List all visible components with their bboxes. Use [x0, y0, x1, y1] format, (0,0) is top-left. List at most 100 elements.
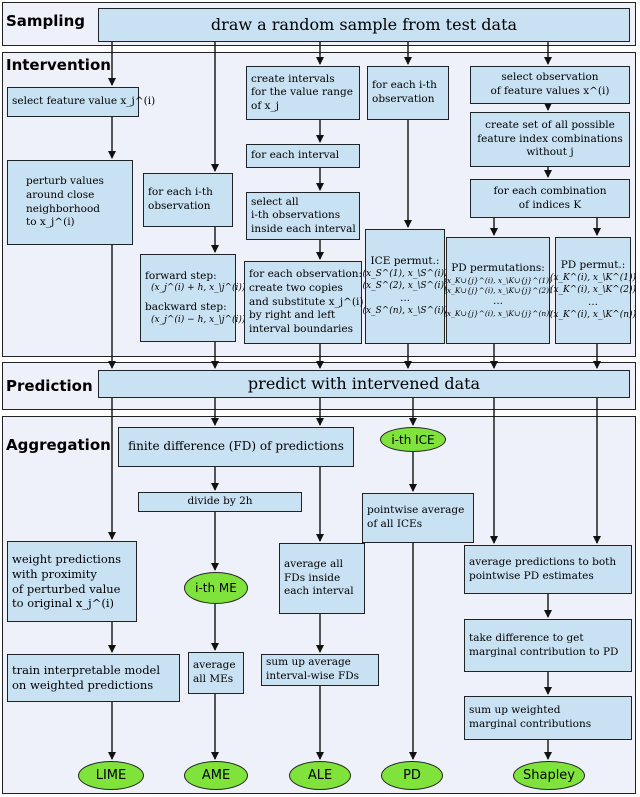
section-title-prediction: Prediction — [6, 377, 93, 395]
output-pd-label: PD — [403, 768, 421, 783]
pd-permutations-box: PD permutations: (x_K∪{j}^(i), x_\K∪{j}^… — [443, 237, 553, 344]
weight-predictions-line-2: with proximity — [12, 566, 97, 581]
pd-permut-row-3: ... — [587, 296, 598, 309]
average-fds-line-3: each interval — [284, 585, 354, 598]
pd-permut-row-4: (x_K^(i), x_\K^(n)) — [549, 309, 637, 320]
average-predictions-box: average predictions to both pointwise PD… — [464, 545, 632, 594]
divide-label: divide by 2h — [187, 495, 253, 508]
weight-predictions-line-3: of perturbed value — [12, 581, 121, 596]
output-lime-label: LIME — [95, 768, 127, 783]
average-fds-line-2: FDs inside — [284, 571, 341, 584]
average-predictions-line-1: average predictions to both — [469, 555, 617, 568]
pd-permut-box: PD permut.: (x_K^(i), x_\K^(1)) (x_K^(i)… — [550, 237, 636, 344]
forward-step-label: forward step: — [145, 269, 217, 282]
finite-difference-label: finite difference (FD) of predictions — [128, 439, 344, 454]
train-model-line-2: on weighted predictions — [12, 678, 154, 692]
forward-step-formula: (x_j^(i) + h, x_\j^(i)) — [151, 283, 246, 294]
average-fds-line-1: average all — [284, 558, 343, 571]
ice-permut-row-1: (x_S^(1), x_\S^(i)) — [362, 268, 448, 279]
finite-difference-box: finite difference (FD) of predictions — [118, 427, 354, 467]
weight-predictions-line-1: weight predictions — [12, 551, 122, 566]
train-model-box: train interpretable model on weighted pr… — [7, 654, 180, 702]
pointwise-average-line-2: of all ICEs — [367, 518, 423, 530]
perturb-line-1: perturb values — [26, 175, 104, 188]
draw-sample-box: draw a random sample from test data — [98, 8, 630, 42]
section-title-intervention: Intervention — [6, 56, 111, 74]
each-observation-ale-line-3: and substitute x_j^(i) — [249, 295, 364, 308]
select-all-obs-line-2: i-th observations — [251, 209, 341, 222]
each-combination-line-1: for each combination — [493, 184, 607, 197]
pd-permut-row-2: (x_K^(i), x_\K^(2)) — [549, 284, 637, 295]
output-ame: AME — [184, 761, 248, 790]
average-predictions-line-2: pointwise PD estimates — [469, 569, 594, 582]
each-interval-box: for each interval — [246, 144, 360, 168]
section-title-sampling: Sampling — [6, 12, 85, 30]
select-all-obs-line-3: inside each interval — [251, 222, 356, 235]
pd-permutations-row-2: (x_K∪{j}^(i), x_\K∪{j}^(2)) — [443, 285, 553, 295]
select-feature-value-label: select feature value x_j^(i) — [12, 95, 156, 108]
sum-up-average-box: sum up average interval-wise FDs — [261, 654, 379, 686]
ith-ice-ellipse: i-th ICE — [380, 427, 446, 452]
output-shapley-label: Shapley — [522, 768, 575, 783]
each-observation-ale-line-2: create two copies — [249, 282, 343, 295]
sum-up-weighted-line-2: marginal contributions — [469, 718, 592, 730]
output-pd: PD — [381, 761, 443, 790]
each-obs-me-box: for each i-th observation — [143, 173, 233, 227]
output-ale: ALE — [289, 761, 351, 790]
sum-up-average-line-2: interval-wise FDs — [266, 670, 360, 682]
average-mes-line-1: average — [193, 659, 236, 672]
divide-box: divide by 2h — [138, 492, 302, 512]
create-intervals-line-1: create intervals — [251, 72, 335, 85]
pd-permutations-row-3: ... — [492, 295, 503, 308]
create-set-box: create set of all possible feature index… — [470, 112, 630, 167]
ice-permut-title: ICE permut.: — [370, 255, 440, 268]
take-difference-line-2: marginal contribution to PD — [469, 645, 619, 658]
select-obs-shap-line-1: select observation — [501, 71, 599, 84]
average-mes-line-2: all MEs — [193, 673, 234, 685]
output-shapley: Shapley — [513, 761, 585, 790]
output-ale-label: ALE — [307, 768, 333, 783]
output-lime: LIME — [78, 761, 144, 790]
each-observation-ale-box: for each observation: create two copies … — [244, 261, 364, 344]
each-obs-me-line-1: for each i-th — [148, 186, 213, 199]
perturb-line-4: to x_j^(i) — [26, 216, 75, 229]
ice-permut-row-3: ... — [399, 292, 410, 305]
ice-permut-row-4: (x_S^(n), x_\S^(i)) — [362, 305, 448, 316]
pd-permutations-row-1: (x_K∪{j}^(i), x_\K∪{j}^(1)) — [443, 275, 553, 285]
create-set-line-3: without j — [526, 146, 574, 159]
pd-permut-row-1: (x_K^(i), x_\K^(1)) — [549, 272, 637, 283]
each-observation-ale-line-1: for each observation: — [249, 268, 363, 281]
weight-predictions-box: weight predictions with proximity of per… — [7, 541, 137, 622]
predict-box: predict with intervened data — [98, 370, 630, 398]
pd-permutations-title: PD permutations: — [451, 262, 545, 275]
select-obs-shap-line-2: of feature values x^(i) — [490, 85, 610, 97]
select-all-obs-box: select all i-th observations inside each… — [246, 192, 360, 240]
ith-me-label: i-th ME — [195, 581, 237, 595]
each-combination-box: for each combination of indices K — [470, 179, 630, 218]
perturb-line-3: neighborhood — [26, 202, 101, 215]
each-observation-ale-line-4: by right and left — [249, 309, 336, 322]
each-obs-ice-box: for each i-th observation — [367, 66, 449, 120]
create-set-line-1: create set of all possible — [485, 119, 615, 132]
each-obs-ice-line-1: for each i-th — [372, 79, 437, 92]
sum-up-weighted-box: sum up weighted marginal contributions — [464, 696, 632, 740]
select-obs-shap-box: select observation of feature values x^(… — [470, 66, 630, 104]
ice-permut-box: ICE permut.: (x_S^(1), x_\S^(i)) (x_S^(2… — [362, 229, 448, 344]
each-combination-line-2: of indices K — [518, 198, 582, 211]
backward-step-formula: (x_j^(i) − h, x_\j^(i)) — [151, 314, 246, 325]
forward-backward-box: forward step: (x_j^(i) + h, x_\j^(i)) ba… — [140, 254, 246, 342]
each-observation-ale-line-5: interval boundaries — [249, 322, 353, 335]
pd-permutations-row-4: (x_K∪{j}^(i), x_\K∪{j}^(n)) — [443, 309, 553, 319]
train-model-line-1: train interpretable model — [12, 663, 161, 678]
perturb-box: perturb values around close neighborhood… — [7, 160, 133, 245]
draw-sample-label: draw a random sample from test data — [210, 14, 518, 34]
sum-up-average-line-1: sum up average — [266, 656, 351, 669]
pointwise-average-box: pointwise average of all ICEs — [362, 493, 474, 543]
each-obs-ice-line-2: observation — [372, 93, 435, 105]
section-title-aggregation: Aggregation — [6, 436, 111, 454]
select-feature-value-box: select feature value x_j^(i) — [7, 87, 156, 117]
sum-up-weighted-line-1: sum up weighted — [469, 704, 561, 717]
perturb-line-2: around close — [26, 188, 95, 201]
